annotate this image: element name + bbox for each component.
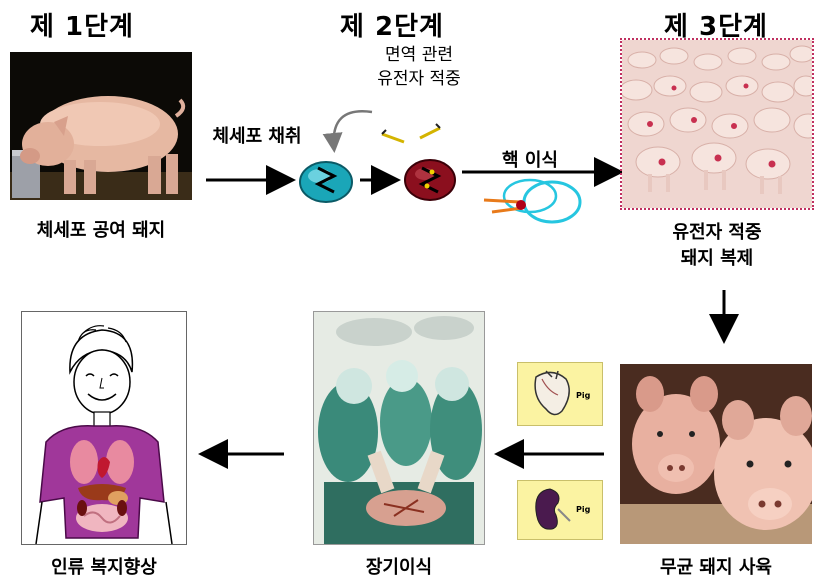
oocyte-injection-icon: [484, 180, 580, 222]
transplant-caption: 장기이식: [314, 553, 484, 579]
human-welfare-caption: 인류 복지향상: [12, 553, 196, 579]
heart-pig-tag: Pig: [576, 391, 590, 400]
human-welfare-illustration: [22, 312, 186, 544]
cloned-pigs-caption-line1: 유전자 적중: [622, 218, 812, 244]
cloned-pigs-caption-line2: 돼지 복제: [622, 244, 812, 270]
transplant-surgery-photo: [314, 312, 484, 544]
gene-insertion-curve: [334, 111, 372, 148]
somatic-cell-icon: [300, 162, 352, 202]
kidney-pig-tag: Pig: [576, 505, 590, 514]
pig-kidney-card: Pig: [517, 480, 603, 540]
cloned-pigs-photo: [622, 40, 812, 208]
gene-targeted-cell-icon: [405, 160, 455, 200]
germfree-pigs-caption: 무균 돼지 사육: [620, 553, 812, 579]
pig-heart-card: Pig: [517, 362, 603, 426]
gene-arrows-icon: [382, 124, 440, 142]
germfree-pigs-photo: [620, 364, 812, 544]
